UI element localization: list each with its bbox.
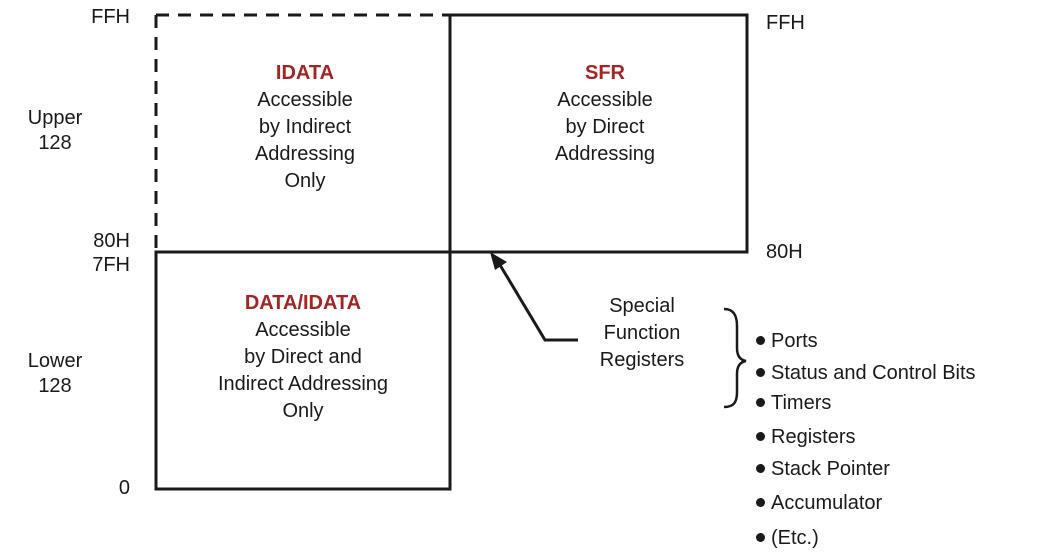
region-upper-line-2: 128	[38, 132, 72, 154]
data-idata-line-4: Only	[282, 400, 324, 422]
list-item: Ports	[756, 329, 818, 353]
list-item: Status and Control Bits	[756, 361, 976, 385]
data-idata-title: DATA/IDATA	[244, 292, 362, 314]
data-idata-box	[154, 250, 452, 491]
data-idata-line-3: Indirect Addressing	[217, 373, 389, 395]
sfr-callout-line-1: Special	[609, 295, 675, 317]
idata-title: IDATA	[275, 62, 335, 84]
list-item: Registers	[756, 425, 855, 449]
idata-line-2: by Indirect	[258, 116, 352, 138]
sfr-item-stack-pointer: Stack Pointer	[771, 458, 890, 480]
sfr-items-brace	[723, 307, 747, 409]
idata-line-3: Addressing	[254, 143, 356, 165]
bullet-icon	[756, 533, 765, 542]
address-0-left: 0	[118, 477, 130, 499]
list-item: Accumulator	[756, 491, 882, 515]
data-idata-block-text: DATA/IDATA Accessible by Direct and Indi…	[183, 290, 423, 425]
idata-line-4: Only	[284, 170, 326, 192]
sfr-callout-line-2: Function	[603, 322, 681, 344]
sfr-title: SFR	[585, 62, 625, 84]
sfr-item-registers: Registers	[771, 426, 856, 448]
region-lower-line-2: 128	[38, 375, 72, 397]
region-lower-line-1: Lower	[27, 350, 83, 372]
address-80h-right: 80H	[766, 241, 803, 263]
sfr-callout-text: Special Function Registers	[572, 293, 712, 374]
sfr-block-text: SFR Accessible by Direct Addressing	[500, 60, 710, 168]
data-idata-line-2: by Direct and	[244, 346, 362, 368]
address-ffh-left: FFH	[91, 6, 130, 28]
sfr-item-accumulator: Accumulator	[771, 492, 883, 514]
idata-block-text: IDATA Accessible by Indirect Addressing …	[200, 60, 410, 195]
data-idata-line-1: Accessible	[255, 319, 351, 341]
sfr-item-etc: (Etc.)	[771, 527, 819, 549]
list-item: Stack Pointer	[756, 457, 890, 481]
region-lower-128: Lower 128	[19, 349, 91, 399]
bullet-icon	[756, 368, 765, 377]
list-item: (Etc.)	[756, 526, 819, 550]
sfr-item-timers: Timers	[771, 392, 832, 414]
address-80h-left: 80H	[93, 230, 130, 252]
idata-line-1: Accessible	[257, 89, 353, 111]
sfr-line-2: by Direct	[565, 116, 645, 138]
sfr-line-3: Addressing	[554, 143, 656, 165]
bullet-icon	[756, 432, 765, 441]
list-item: Timers	[756, 391, 831, 415]
bullet-icon	[756, 464, 765, 473]
sfr-item-ports: Ports	[771, 330, 818, 352]
sfr-callout-line-3: Registers	[599, 349, 685, 371]
address-7fh-left: 7FH	[92, 254, 130, 276]
bullet-icon	[756, 336, 765, 345]
sfr-line-1: Accessible	[557, 89, 653, 111]
sfr-callout-arrowhead	[490, 252, 507, 270]
region-upper-128: Upper 128	[19, 106, 91, 156]
bullet-icon	[756, 498, 765, 507]
region-upper-line-1: Upper	[27, 107, 83, 129]
sfr-item-status-control: Status and Control Bits	[771, 362, 976, 384]
bullet-icon	[756, 398, 765, 407]
address-ffh-right: FFH	[766, 12, 805, 34]
sfr-box	[448, 13, 749, 254]
sfr-callout-arrow-line	[498, 264, 578, 342]
